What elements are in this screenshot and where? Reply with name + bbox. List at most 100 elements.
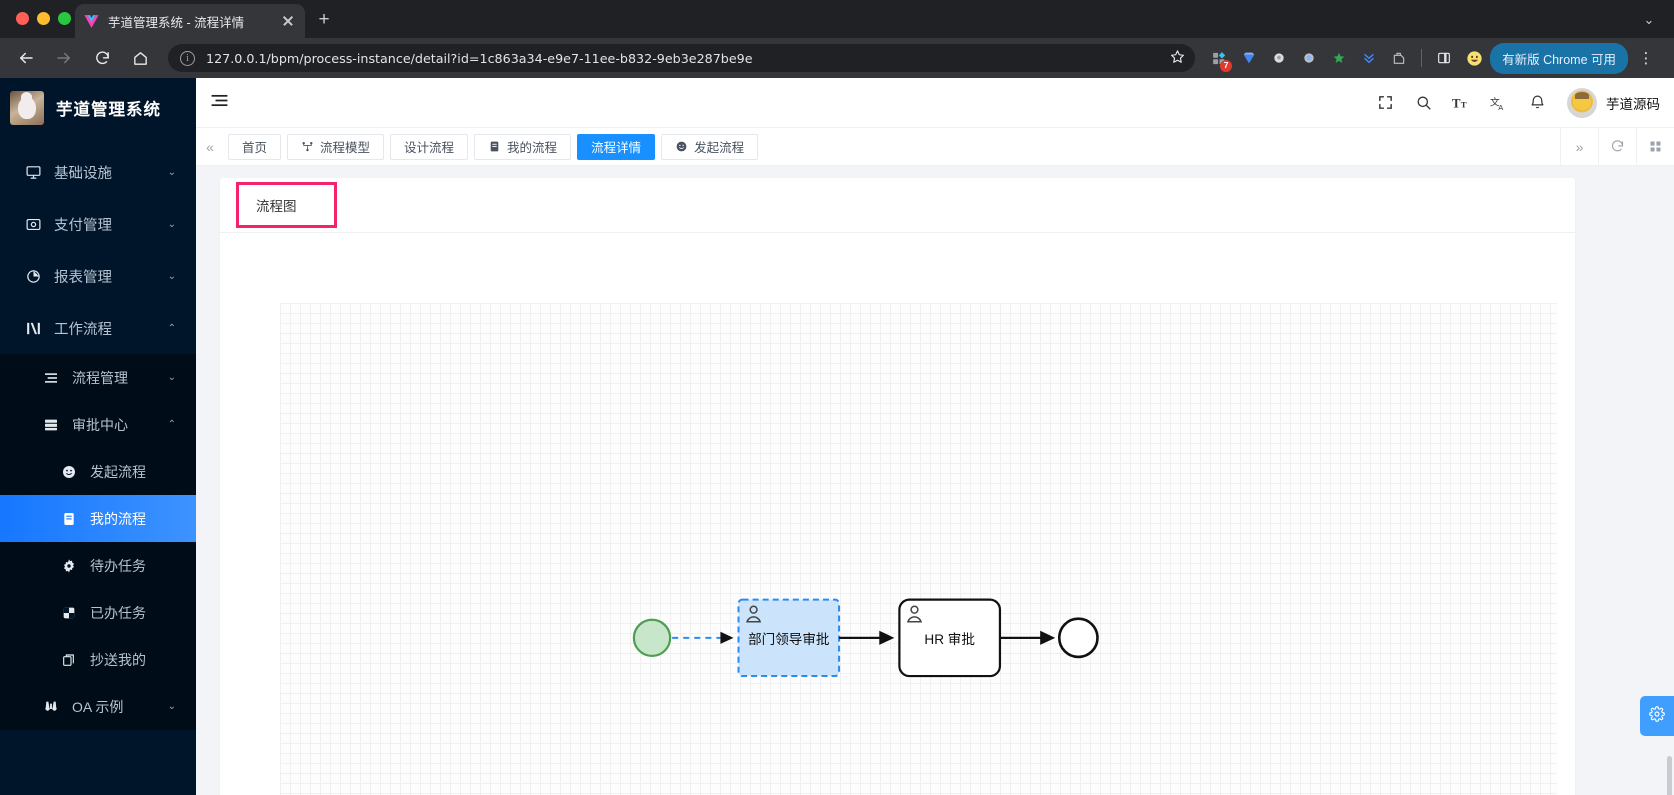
main-content: 流程图 (196, 166, 1674, 795)
sidebar-item-label: 支付管理 (54, 217, 112, 234)
sidebar-item-payment[interactable]: 支付管理 ⌄ (0, 198, 196, 250)
tab-start-process[interactable]: 发起流程 (661, 133, 759, 160)
tab-process-model[interactable]: 流程模型 (287, 133, 385, 160)
sidebar-item-start-process[interactable]: 发起流程 (0, 448, 196, 495)
chevron-down-icon: ⌄ (167, 218, 176, 230)
sidebar-item-label: 审批中心 (72, 416, 128, 433)
page-scrollbar[interactable] (1667, 756, 1672, 795)
window-traffic-lights (16, 12, 71, 25)
gear-icon (1649, 705, 1665, 727)
workflow-icon (22, 320, 44, 337)
sidebar-item-process-management[interactable]: 流程管理 ⌄ (0, 354, 196, 401)
reload-icon[interactable] (86, 42, 118, 74)
tab-home[interactable]: 首页 (228, 133, 282, 160)
server-icon (40, 417, 62, 433)
star-green-extension-icon[interactable] (1325, 44, 1353, 72)
double-chevron-left-icon[interactable]: « (206, 138, 214, 155)
tab-design-process[interactable]: 设计流程 (390, 133, 469, 160)
chevron-down-icon: ⌄ (167, 270, 176, 282)
bpmn-end-event[interactable] (1057, 617, 1099, 659)
grid-view-icon[interactable] (1636, 127, 1674, 166)
profile-emoji-icon[interactable] (1460, 44, 1488, 72)
sidebar-item-infrastructure[interactable]: 基础设施 ⌄ (0, 146, 196, 198)
home-icon[interactable] (124, 42, 156, 74)
smile-icon (675, 140, 688, 153)
chevron-down-icon[interactable]: ⌄ (1643, 12, 1655, 27)
box-extension-icon[interactable] (1385, 44, 1413, 72)
tab-my-process[interactable]: 我的流程 (474, 133, 572, 160)
sidebar-item-approval-center[interactable]: 审批中心 ⌃ (0, 401, 196, 448)
double-chevron-down-extension-icon[interactable] (1355, 44, 1383, 72)
extension-bar: 7 (1205, 42, 1674, 74)
gem-extension-icon[interactable] (1235, 44, 1263, 72)
binoculars-icon (40, 699, 62, 715)
expand-tabs-icon[interactable]: » (1560, 127, 1598, 166)
sidebar-item-workflow[interactable]: 工作流程 ⌃ (0, 302, 196, 354)
bpmn-arrowhead (879, 630, 895, 645)
refresh-icon[interactable] (1598, 127, 1636, 166)
sitemap-icon (301, 140, 314, 153)
vue-logo-icon (83, 13, 100, 30)
close-icon[interactable] (279, 12, 297, 30)
new-tab-button[interactable]: + (318, 9, 330, 30)
tab-list: 首页 流程模型 设计流程 我的流程 流程详情 (224, 133, 759, 160)
brand-block[interactable]: 芋道管理系统 (0, 84, 196, 132)
user-task-icon (906, 605, 923, 623)
arrow-right-icon[interactable] (48, 42, 80, 74)
chevron-up-icon: ⌃ (167, 322, 176, 334)
arrow-left-icon[interactable] (10, 42, 42, 74)
sidebar-item-oa-demo[interactable]: OA 示例 ⌄ (0, 683, 196, 730)
bell-icon[interactable] (1521, 87, 1553, 119)
process-diagram-card: 流程图 (220, 178, 1575, 795)
pie-chart-icon (22, 268, 44, 285)
page-title: 流程图 (236, 182, 337, 228)
tab-label: 我的流程 (507, 141, 558, 155)
sidebar-item-done-task[interactable]: 已办任务 (0, 589, 196, 636)
bpmn-canvas[interactable]: 部门领导审批 HR 审批 (280, 303, 1557, 795)
brand-name: 芋道管理系统 (56, 101, 161, 119)
kebab-menu-icon[interactable]: ⋮ (1638, 50, 1654, 67)
browser-tab-title: 芋道管理系统 - 流程详情 (108, 15, 245, 30)
sidebar-item-todo-task[interactable]: 待办任务 (0, 542, 196, 589)
bpmn-task-label: 部门领导审批 (748, 632, 830, 647)
card-header: 流程图 (220, 178, 1575, 233)
chevron-up-icon: ⌃ (167, 419, 176, 430)
extensions-puzzle-icon[interactable]: 7 (1205, 44, 1233, 72)
bpmn-diagram[interactable]: 部门领导审批 HR 审批 (280, 303, 1557, 795)
user-menu[interactable]: 芋道源码 (1567, 87, 1660, 118)
user-name: 芋道源码 (1606, 96, 1660, 112)
window-minimize-button[interactable] (37, 12, 50, 25)
checker-square-icon (58, 605, 80, 621)
tab-label: 设计流程 (404, 141, 455, 155)
svg-text:T: T (1460, 99, 1466, 109)
sidebar-item-label: 报表管理 (54, 269, 112, 286)
side-panel-icon[interactable] (1430, 44, 1458, 72)
sidebar-item-report[interactable]: 报表管理 ⌄ (0, 250, 196, 302)
browser-tab[interactable]: 芋道管理系统 - 流程详情 (75, 4, 305, 38)
soccer-ball-extension-icon[interactable] (1265, 44, 1293, 72)
search-icon[interactable] (1407, 87, 1439, 119)
fullscreen-icon[interactable] (1369, 87, 1401, 119)
address-bar[interactable]: i 127.0.0.1/bpm/process-instance/detail?… (168, 44, 1196, 72)
settings-fab-button[interactable] (1640, 696, 1674, 736)
hamburger-menu-icon[interactable] (210, 91, 236, 115)
url-text: 127.0.0.1/bpm/process-instance/detail?id… (206, 50, 753, 66)
tab-bar-actions: » (1560, 127, 1674, 166)
chevron-down-icon: ⌄ (167, 166, 176, 178)
user-task-icon (746, 605, 762, 623)
tab-process-detail[interactable]: 流程详情 (577, 133, 656, 160)
sidebar-item-my-process[interactable]: 我的流程 (0, 495, 196, 542)
sidebar-item-cc-to-me[interactable]: 抄送我的 (0, 636, 196, 683)
app-sidebar: 芋道管理系统 基础设施 ⌄ 支付管理 ⌄ 报表管理 (0, 78, 196, 795)
circle-extension-icon[interactable] (1295, 44, 1323, 72)
window-close-button[interactable] (16, 12, 29, 25)
info-circle-icon[interactable]: i (180, 50, 195, 66)
star-icon[interactable] (1169, 49, 1186, 66)
chrome-update-button[interactable]: 有新版 Chrome 可用 (1490, 42, 1628, 74)
bpmn-start-event[interactable] (632, 618, 672, 658)
window-maximize-button[interactable] (58, 12, 71, 25)
